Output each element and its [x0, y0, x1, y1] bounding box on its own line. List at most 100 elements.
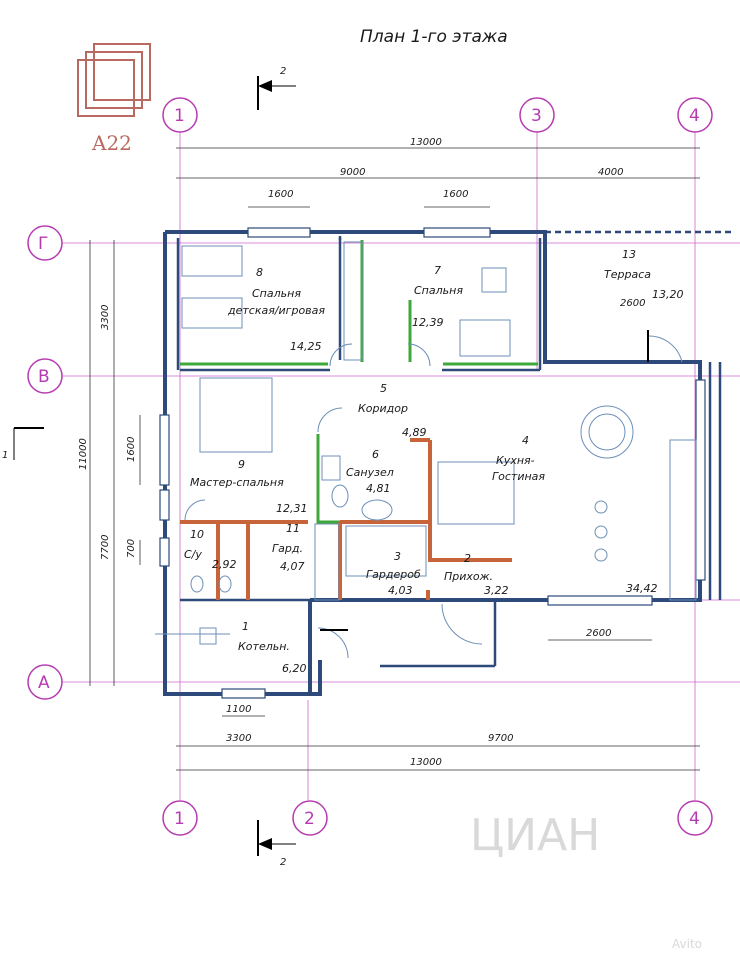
- dim-top-window-1: 1600: [268, 189, 293, 200]
- section-mark-bottom: 2: [257, 820, 296, 868]
- room-2-area: 3,22: [484, 584, 509, 597]
- dim-top-left: 9000: [340, 167, 365, 178]
- dim-bottom-window-2: 2600: [586, 628, 611, 639]
- axis-bottom-1: 1: [162, 800, 198, 836]
- dim-top-total: 13000: [410, 137, 442, 148]
- section-mark-bottom-label: 2: [280, 857, 286, 868]
- dim-top-right: 4000: [598, 167, 623, 178]
- room-9-area: 12,31: [276, 502, 308, 515]
- room-10: 10 С/у 2,92: [184, 528, 237, 571]
- room-13-name: Терраса: [604, 268, 651, 281]
- room-4-number: 4: [522, 434, 529, 447]
- grid-lines: [60, 130, 740, 800]
- room-5-area: 4,89: [402, 426, 427, 439]
- svg-text:4: 4: [689, 106, 700, 126]
- orange-partitions: [180, 438, 512, 600]
- room-10-area: 2,92: [212, 558, 237, 571]
- room-10-number: 10: [190, 528, 204, 541]
- svg-text:3: 3: [531, 106, 542, 126]
- room-3-area: 4,03: [388, 584, 413, 597]
- dim-left-outer: 11000: [78, 438, 89, 470]
- dim-left-top: 3300: [100, 305, 111, 330]
- room-1-number: 1: [242, 620, 249, 633]
- room-5: 5 Коридор 4,89: [358, 382, 427, 439]
- section-mark-top: 2: [257, 66, 296, 110]
- axis-top-1: 1: [162, 97, 198, 133]
- room-8-name-2: детская/игровая: [227, 304, 325, 317]
- furniture: [155, 241, 697, 645]
- axis-left-a: А: [27, 664, 63, 700]
- room-3: 3 Гардероб 4,03: [366, 550, 421, 597]
- bottom-dimensions: 3300 9700 13000 1100 2600: [176, 628, 700, 771]
- room-7: 7 Спальня 12,39: [412, 264, 463, 329]
- room-7-area: 12,39: [412, 316, 444, 329]
- dim-left-bottom: 7700: [100, 535, 111, 560]
- logo-text: A22: [91, 131, 132, 155]
- dim-bottom-left: 3300: [226, 733, 251, 744]
- room-7-number: 7: [434, 264, 441, 277]
- dim-left-window-1: 1600: [126, 437, 137, 462]
- room-11-number: 11: [286, 522, 300, 535]
- interior-walls: [176, 236, 542, 602]
- room-3-number: 3: [394, 550, 401, 563]
- room-8-number: 8: [256, 266, 263, 279]
- room-9-name: Мастер-спальня: [190, 476, 284, 489]
- room-1-area: 6,20: [282, 662, 307, 675]
- room-8-area: 14,25: [290, 340, 322, 353]
- room-labels: 8 Спальня детская/игровая 14,25 7 Спальн…: [184, 248, 684, 675]
- svg-text:1: 1: [174, 106, 185, 126]
- room-8-name: Спальня: [252, 287, 301, 300]
- room-11-name: Гард.: [272, 542, 303, 555]
- axis-left-v: В: [27, 358, 63, 394]
- room-10-name: С/у: [184, 548, 202, 561]
- room-11-area: 4,07: [280, 560, 305, 573]
- room-9: 9 Мастер-спальня 12,31: [190, 458, 308, 515]
- axis-top-4: 4: [677, 97, 713, 133]
- room-4-name-2: Гостиная: [492, 470, 545, 483]
- dim-bottom-total: 13000: [410, 757, 442, 768]
- axis-top-3: 3: [519, 97, 555, 133]
- room-2: 2 Прихож. 3,22: [444, 552, 509, 597]
- dim-top-window-2: 1600: [443, 189, 468, 200]
- outer-walls: [163, 230, 735, 696]
- svg-text:1: 1: [174, 809, 185, 829]
- room-1: 1 Котельн. 6,20: [238, 620, 307, 675]
- svg-text:А: А: [38, 673, 50, 693]
- cian-watermark: ЦИАН: [470, 810, 600, 861]
- room-4: 4 Кухня- Гостиная 34,42: [492, 434, 658, 595]
- room-9-number: 9: [238, 458, 245, 471]
- room-2-name: Прихож.: [444, 570, 493, 583]
- section-mark-top-label: 2: [280, 66, 286, 77]
- axis-left-g: Г: [27, 225, 63, 261]
- room-3-name: Гардероб: [366, 568, 421, 581]
- axis-bottom-4: 4: [677, 800, 713, 836]
- room-8: 8 Спальня детская/игровая 14,25: [227, 266, 325, 353]
- svg-text:2: 2: [304, 809, 315, 829]
- section-mark-left: 1: [2, 427, 44, 461]
- svg-text:4: 4: [689, 809, 700, 829]
- room-13-number: 13: [622, 248, 636, 261]
- page-title: План 1-го этажа: [360, 27, 508, 47]
- left-dimensions: 11000 3300 7700 1600 700: [78, 240, 141, 686]
- room-2-number: 2: [464, 552, 471, 565]
- room-6-number: 6: [372, 448, 379, 461]
- doors: [184, 330, 683, 659]
- svg-text:Г: Г: [38, 234, 48, 254]
- room-6-name: Санузел: [346, 466, 394, 479]
- room-4-area: 34,42: [626, 582, 658, 595]
- dim-terrace-window: 2600: [620, 298, 645, 309]
- top-dimensions: 13000 9000 4000 1600 1600: [176, 137, 700, 208]
- room-5-number: 5: [380, 382, 387, 395]
- room-13: 13 Терраса 13,20 2600: [604, 248, 684, 309]
- logo: A22: [77, 43, 151, 155]
- avito-watermark: Avito: [672, 937, 702, 951]
- svg-text:В: В: [38, 367, 50, 387]
- windows: [159, 227, 706, 699]
- dim-left-window-2: 700: [126, 539, 137, 558]
- room-6: 6 Санузел 4,81: [346, 448, 394, 495]
- dim-bottom-right: 9700: [488, 733, 513, 744]
- room-5-name: Коридор: [358, 402, 408, 415]
- room-13-area: 13,20: [652, 288, 684, 301]
- room-4-name: Кухня-: [496, 454, 535, 467]
